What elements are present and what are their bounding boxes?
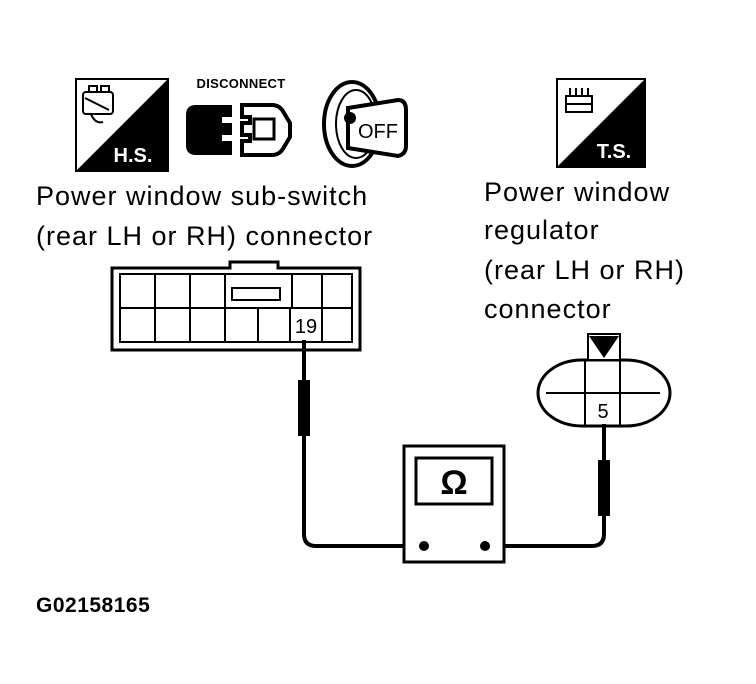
sub-switch-connector-label-line1: Power window sub-switch: [36, 181, 369, 211]
regulator-connector-label-line1: Power window: [484, 177, 671, 207]
left-probe-wire: [298, 340, 422, 548]
terminal-side-icon: T.S.: [556, 78, 646, 168]
meter-left-terminal: [419, 541, 429, 551]
harness-side-icon: H.S.: [75, 78, 169, 172]
ohm-symbol: Ω: [440, 464, 467, 502]
ignition-off-icon: OFF: [320, 78, 410, 170]
regulator-terminal-number: 5: [597, 401, 608, 423]
meter-right-terminal: [480, 541, 490, 551]
figure-code: G02158165: [36, 594, 151, 617]
hs-label: H.S.: [114, 145, 153, 167]
ohmmeter: [402, 444, 506, 564]
ts-label: T.S.: [597, 141, 631, 163]
regulator-connector-label-line2: regulator: [484, 215, 600, 245]
sub-switch-connector: [110, 260, 362, 352]
right-probe-wire: [484, 424, 610, 548]
sub-switch-terminal-number: 19: [295, 316, 317, 338]
regulator-connector-label-line4: connector: [484, 294, 612, 324]
regulator-terminal-pointer: [589, 336, 619, 358]
disconnect-label: DISCONNECT: [196, 76, 286, 91]
disconnect-icon: [184, 95, 296, 165]
sub-switch-connector-label-line2: (rear LH or RH) connector: [36, 221, 374, 251]
ignition-off-label: OFF: [358, 121, 398, 143]
regulator-connector-label-line3: (rear LH or RH): [484, 255, 686, 285]
